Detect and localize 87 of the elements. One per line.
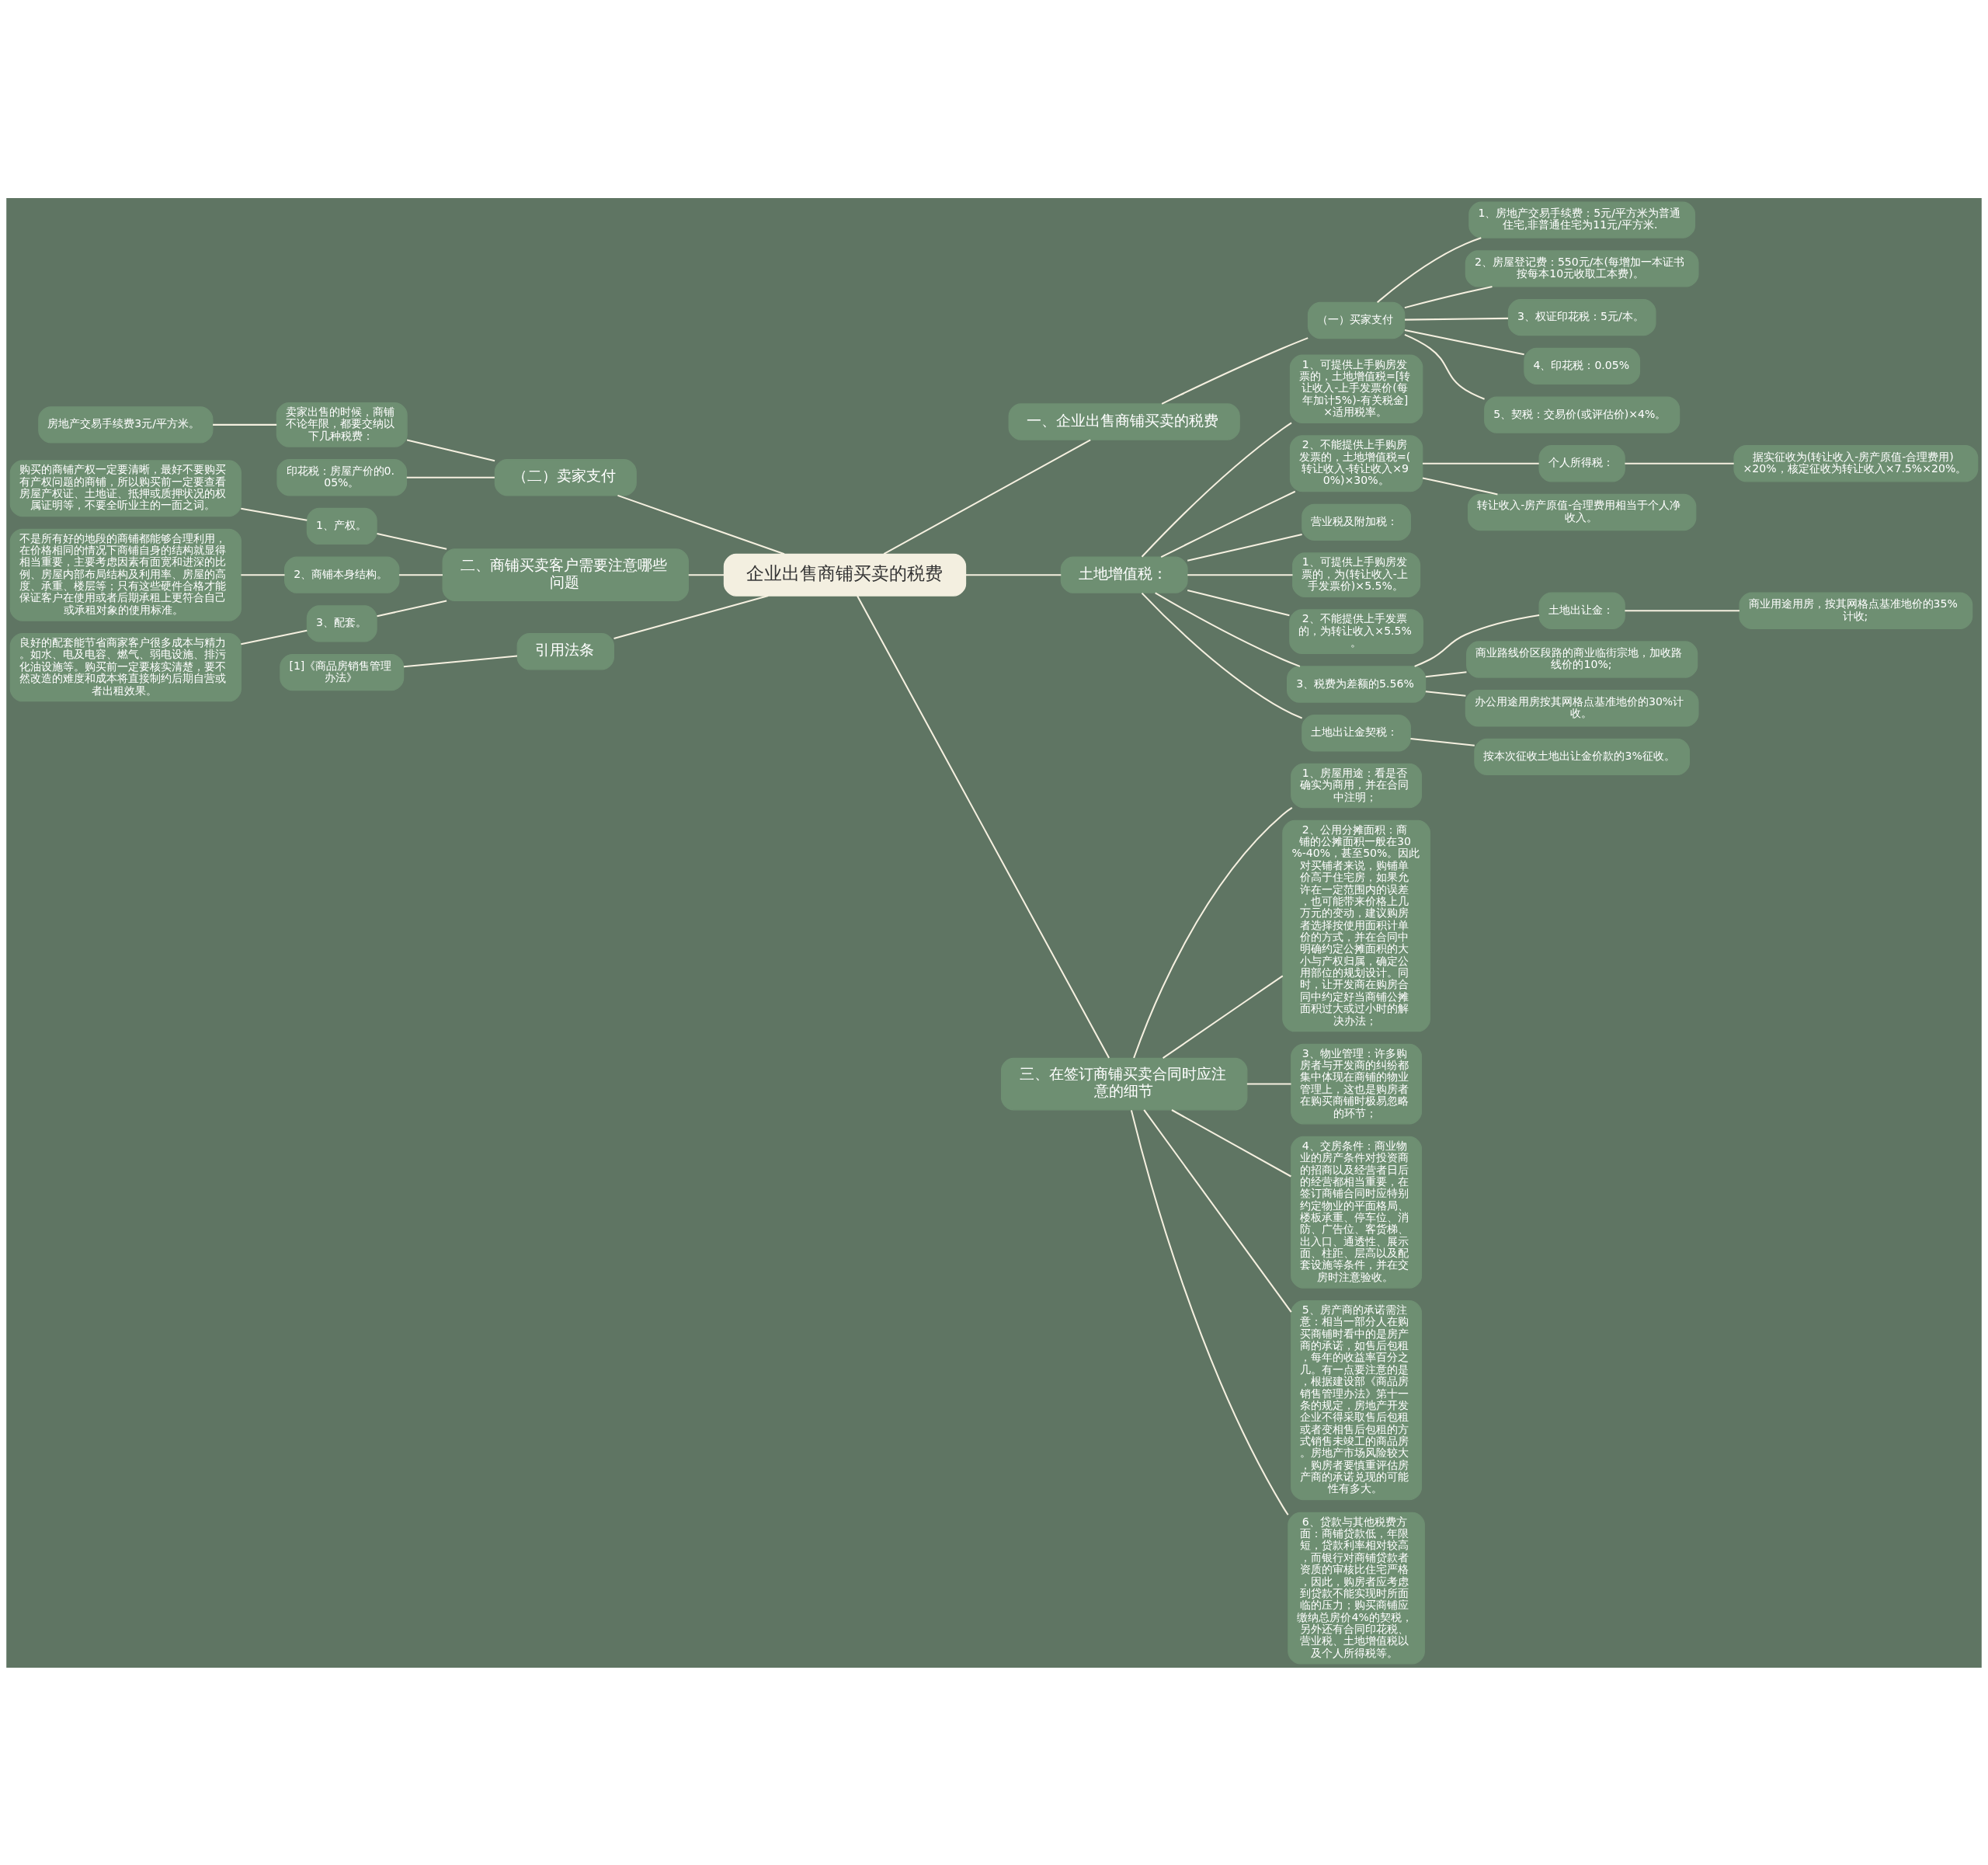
- node-box: （一）买家支付: [1307, 301, 1406, 339]
- connector: [1404, 329, 1524, 355]
- connector: [1377, 236, 1482, 303]
- connector: [1404, 285, 1493, 308]
- connector: [1246, 1083, 1291, 1085]
- connector: [1161, 336, 1309, 405]
- node-box: 1、房地产交易手续费：5元/平方米为普通住宅,非普通住宅为11元/平方米.: [1468, 201, 1696, 238]
- connector: [1414, 614, 1540, 667]
- connector: [1625, 462, 1734, 465]
- node-box: 2、商铺本身结构。: [284, 556, 400, 593]
- node-box: 4、印花税：0.05%: [1524, 347, 1641, 384]
- node-box: 商业路线价区段路的商业临街宗地，加收路线价的10%;: [1466, 640, 1698, 678]
- connector: [1163, 974, 1284, 1059]
- node-box: 3、权证印花税：5元/本。: [1507, 298, 1656, 336]
- node-box: 2、不能提供上手购房发票的，土地增值税=(转让收入-转让收入×90%)×30%。: [1289, 434, 1423, 492]
- connector: [403, 654, 518, 667]
- node-box: [1]《商品房销售管理办法》: [280, 653, 405, 691]
- node-box: 1、房屋用途：看是否确实为商用，并在合同中注明；: [1291, 763, 1423, 808]
- node-box: 良好的配套能节省商家客户很多成本与精力。如水、电及电容、燃气、弱电设施、排污化油设施等。购买前一定要核实清楚，要不然改造的难度和成本将直接制约后期自营或者出租效果。: [9, 632, 242, 701]
- connector: [213, 423, 277, 426]
- node-box: 卖家出售的时候，商铺不论年限，都要交纳以下几种税费：: [276, 402, 408, 447]
- connector: [1141, 421, 1292, 557]
- node-box: 三、在签订商铺买卖合同时应注意的细节: [1000, 1057, 1248, 1110]
- connector: [1155, 592, 1301, 667]
- connector: [883, 438, 1091, 555]
- node-box: 3、配套。: [306, 604, 377, 642]
- connector: [1171, 1108, 1291, 1177]
- connector: [1143, 1108, 1292, 1313]
- connector: [1160, 490, 1296, 558]
- node-box: 6、贷款与其他税费方面：商铺贷款低，年限短，贷款利率相对较高，而银行对商铺贷款者资质的审核比住宅严格，因此，购房者应考虑到贷款不能实现时所面临的压力；购买商铺应缴纳总房价4%的契税，另外还有合同印花税、营业税、土地增值税以及个人所得税等。: [1288, 1512, 1425, 1664]
- connector: [1425, 690, 1466, 697]
- node-box: 2、房屋登记费：550元/本(每增加一本证书按每本10元收取工本费)。: [1465, 249, 1699, 287]
- connector: [1404, 333, 1485, 400]
- connector: [398, 573, 443, 576]
- node-box: 5、房产商的承诺需注意：相当一部分人在购买商铺时看中的是房产商的承诺，如售后包租，每年的收益率百分之几。有一点要注意的是，根据建设部《商品房销售管理办法》第十一条的规定，房地产开发企业不得采取售后包租或者变相售后包租的方式销售未竣工的商品房。房地产市场风险较大，购房者要慎重评估房产商的承诺兑现的可能性有多大。: [1291, 1300, 1423, 1500]
- connector: [1422, 476, 1498, 495]
- node-box: 商业用途用房，按其网格点基准地价的35%计收;: [1739, 592, 1973, 629]
- connector: [1187, 589, 1290, 616]
- node-box: 据实征收为(转让收入-房产原值-合理费用)×20%，核定征收为转让收入×7.5%×20%。: [1733, 444, 1979, 482]
- connector: [241, 573, 285, 576]
- node-box: 1、可提供上手购房发票的，为(转让收入-上手发票价)×5.5%。: [1292, 551, 1421, 597]
- connector: [241, 507, 308, 521]
- node-box: 土地出让金：: [1538, 592, 1625, 629]
- connector: [1422, 462, 1539, 465]
- node-box: 二、商铺买卖客户需要注意哪些问题: [442, 548, 689, 601]
- connector: [406, 476, 495, 478]
- node-box: 一、企业出售商铺买卖的税费: [1008, 402, 1240, 440]
- node-box: 土地出让金契税：: [1302, 714, 1411, 751]
- node-box: 营业税及附加税：: [1302, 503, 1411, 541]
- connector: [1133, 806, 1293, 1058]
- connector: [377, 532, 447, 550]
- node-box: 5、契税：交易价(或评估价)×4%。: [1484, 395, 1680, 433]
- node-box: 1、可提供上手购房发票的，土地增值税=[转让收入-上手发票价(每年加计5%)-有关税金]×适用税率。: [1289, 354, 1423, 423]
- node-box: 印花税：房屋产价的0.05%。: [276, 458, 408, 496]
- node-box: 企业出售商铺买卖的税费: [723, 553, 967, 597]
- connector: [617, 494, 785, 555]
- connector: [1130, 1109, 1289, 1515]
- connector: [1404, 317, 1509, 321]
- node-box: 办公用途用房按其网格点基准地价的30%计收。: [1465, 689, 1699, 726]
- node-box: 2、公用分摊面积：商铺的公摊面积一般在30%-40%，甚至50%。因此对买铺者来说，购铺单价高于住宅房，如果允许在一定范围内的误差，也可能带来价格上几万元的变动，建议购房者选择按使用面积计单价的方式，并在合同中明确约定公摊面积的大小与产权归属，确定公用部位的规划设计。同时，让开发商在购房合同中约定好当商铺公摊面积过大或过小时的解决办法；: [1282, 819, 1430, 1032]
- connector: [241, 629, 308, 645]
- node-box: 按本次征收土地出让金价款的3%征收。: [1474, 738, 1691, 775]
- node-box: 引用法条: [516, 632, 614, 670]
- connector: [377, 600, 447, 617]
- node-box: 土地增值税：: [1060, 556, 1188, 593]
- connector: [1425, 670, 1467, 677]
- node-box: 3、税费为差额的5.56%: [1287, 665, 1427, 703]
- node-box: 3、物业管理：许多购房者与开发商的纠纷都集中体现在商铺的物业管理上，这也是购房者在购买商铺时极易忽略的环节；: [1291, 1043, 1423, 1124]
- node-box: 个人所得税：: [1538, 444, 1625, 482]
- node-box: 4、交房条件：商业物业的房产条件对投资商的招商以及经营者日后的经营都相当重要，在签订商铺合同时应特别约定物业的平面格局、楼板承重、停车位、消防、广告位、客货梯、出入口、通透性、展示面、柱距、层高以及配套设施等条件，并在交房时注意验收。: [1291, 1136, 1423, 1289]
- connector: [1410, 737, 1475, 746]
- connector: [965, 573, 1062, 576]
- connector: [1187, 533, 1302, 562]
- node-box: （二）卖家支付: [494, 458, 637, 496]
- connector: [406, 439, 495, 461]
- connector: [688, 573, 725, 576]
- node-box: 房地产交易手续费3元/平方米。: [38, 405, 214, 444]
- node-box: 1、产权。: [306, 507, 377, 545]
- connector: [613, 594, 769, 639]
- node-box: 购买的商铺产权一定要清晰，最好不要购买有产权问题的商铺，所以购买前一定要查看房屋产权证、土地证、抵押或质押状况的权属证明等，不要全听业主的一面之词。: [9, 459, 242, 517]
- node-box: 转让收入-房产原值-合理费用相当于个人净收入。: [1467, 493, 1697, 531]
- connector: [1187, 573, 1293, 576]
- node-box: 不是所有好的地段的商铺都能够合理利用，在价格相同的情况下商铺自身的结构就显得相当重要，主要考虑因素有面宽和进深的比例、房屋内部布局结构及利用率、房屋的高度、承重、楼层等；只有这些硬件合格才能保证客户在使用或者后期承租上更符合自己或承租对象的使用标准。: [9, 528, 242, 621]
- node-box: 2、不能提供上手发票的，为转让收入×5.5%。: [1289, 608, 1423, 654]
- connector: [1625, 609, 1740, 611]
- connector: [1141, 592, 1302, 719]
- connector: [857, 595, 1110, 1058]
